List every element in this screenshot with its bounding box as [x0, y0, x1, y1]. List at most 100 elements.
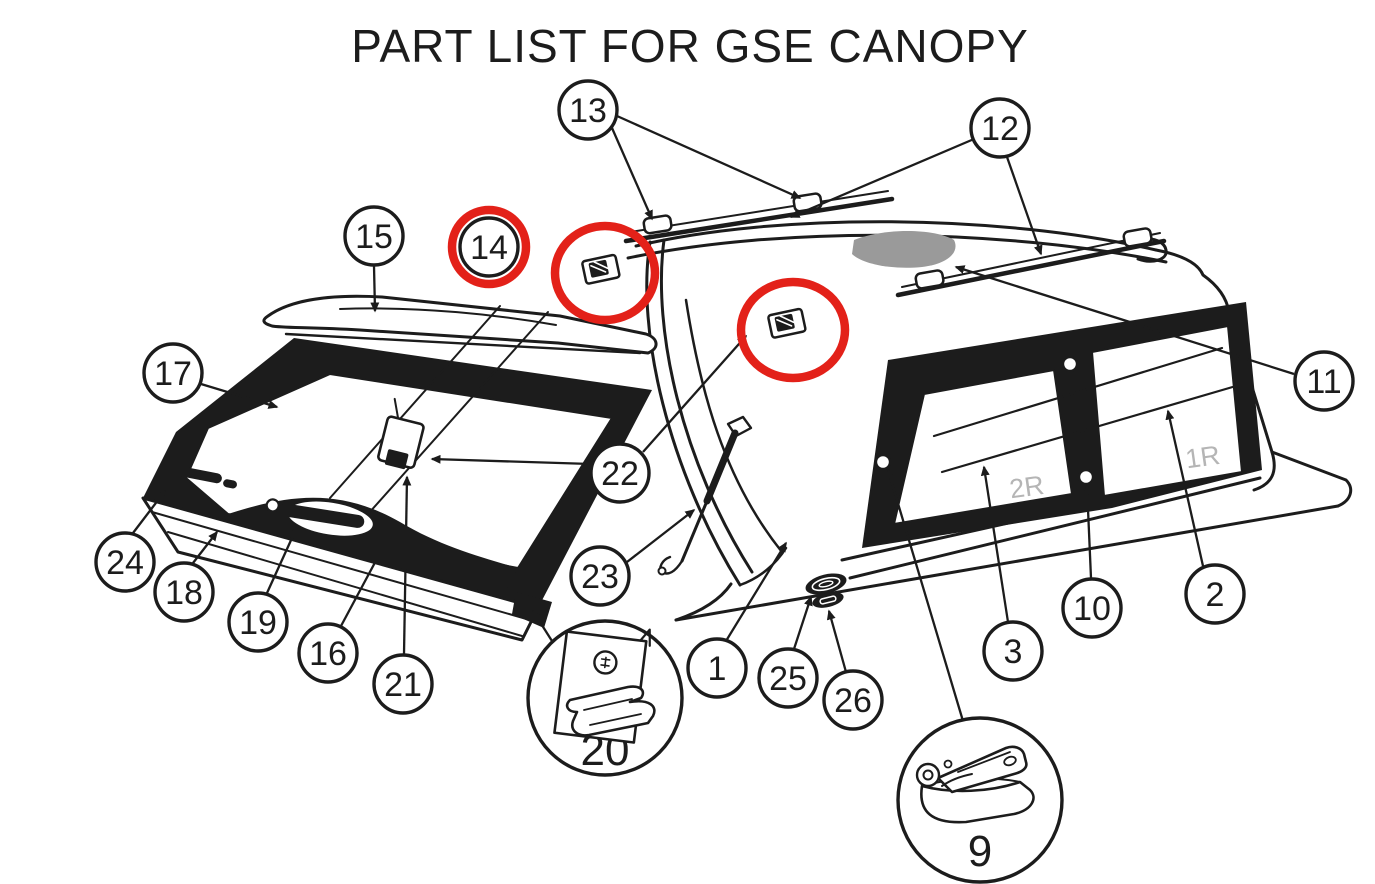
balloon-number: 26	[834, 682, 872, 720]
door-latch-bracket	[377, 397, 425, 470]
balloon-circle	[297, 622, 359, 684]
window-screw	[1061, 355, 1079, 373]
spoiler-slot	[339, 307, 557, 326]
balloon-circle	[1061, 577, 1123, 639]
balloon-circle	[969, 97, 1031, 159]
leader-line-2	[1165, 409, 1205, 567]
balloon-circle	[94, 531, 156, 593]
front-skirt-corner	[674, 582, 733, 622]
callout-23: 23	[569, 509, 696, 607]
brand-logo	[176, 466, 237, 489]
balloon-number: 12	[981, 110, 1019, 148]
balloon-number: 17	[154, 355, 192, 393]
grommet-oval-striped	[805, 573, 847, 595]
window-reflection-2	[940, 384, 1238, 474]
front-pillar-inner	[659, 238, 754, 574]
door-glass-reflection	[329, 305, 549, 533]
door-frame-lower-hump	[205, 497, 518, 592]
balloon-number: 14	[470, 229, 508, 267]
balloon-number: 21	[384, 666, 422, 704]
roof-clamp-a	[581, 253, 621, 285]
leader-line-23	[626, 509, 696, 563]
callout-13: 13	[557, 79, 802, 221]
balloon-number: 22	[601, 455, 639, 493]
balloon-circle	[142, 342, 204, 404]
gas-strut	[657, 415, 753, 576]
pane-label-2r: 2R	[1008, 470, 1046, 505]
door-spoiler	[262, 294, 658, 355]
sill-line-2	[167, 531, 523, 637]
callout-12: 12	[789, 97, 1043, 256]
leader-line-16	[339, 553, 381, 627]
balloon-circle	[227, 591, 289, 653]
leader-line-26	[826, 609, 848, 673]
red-highlight-ellipse	[736, 277, 850, 383]
balloon-circle	[982, 620, 1044, 682]
callout-25: 25	[757, 595, 819, 709]
hinge-base	[920, 780, 1035, 824]
leader-line-25	[792, 595, 813, 650]
callout-16: 16	[297, 553, 381, 684]
callout-2: 2	[1165, 409, 1246, 625]
callout-22: 22	[430, 334, 747, 504]
roof-clamp-b	[767, 307, 807, 339]
balloon-number: 11	[1306, 363, 1341, 401]
detail-bubble-contents	[553, 628, 1035, 824]
leader-line-21	[402, 475, 412, 655]
balloon-number: 23	[581, 558, 619, 596]
roof-front-edge	[634, 220, 1158, 252]
balloon-circle	[557, 79, 619, 141]
leader-line-22	[430, 454, 592, 466]
leader-line-22	[642, 334, 747, 453]
callout-21: 21	[372, 475, 434, 715]
balloon-number: 16	[309, 635, 347, 673]
balloon-circle	[372, 653, 434, 715]
leader-line-3	[980, 465, 1010, 623]
balloon-number: 25	[769, 660, 807, 698]
balloon-number: 24	[106, 544, 144, 582]
roof-gray-patch	[852, 231, 956, 268]
red-highlight-ellipse	[550, 221, 660, 325]
rail-foot	[914, 269, 945, 290]
balloon-number: 18	[165, 574, 203, 612]
door-corner-striker	[512, 592, 552, 628]
balloon-number: 10	[1073, 590, 1111, 628]
leader-line-18	[192, 530, 218, 564]
leader-line-15	[370, 265, 380, 313]
balloon-number: 13	[569, 92, 607, 130]
page-title: PART LIST FOR GSE CANOPY	[351, 20, 1029, 72]
balloon-circle	[343, 205, 405, 267]
leader-line-9	[886, 468, 965, 722]
balloon-circle	[686, 637, 748, 699]
rail-foot	[1122, 227, 1153, 248]
roof-rail-near	[895, 227, 1167, 298]
window-screw	[874, 453, 892, 471]
callout-18: 18	[153, 530, 218, 623]
leader-line-11	[954, 265, 1295, 376]
sill-line-1	[151, 511, 531, 621]
canopy-shell-drawing: 2R 1R	[581, 190, 1353, 622]
rail-foot	[642, 214, 673, 235]
pane-label-1r: 1R	[1184, 440, 1222, 475]
leader-line-13	[616, 114, 802, 200]
callout-24: 24	[94, 489, 166, 593]
callout-10: 10	[1061, 484, 1123, 639]
spoiler-under-edge	[284, 332, 642, 355]
callout-26: 26	[822, 609, 884, 731]
leader-line-1	[725, 541, 787, 642]
leader-line-10	[1082, 484, 1093, 579]
balloon-circle	[1293, 350, 1355, 412]
callout-14: 14	[447, 205, 531, 289]
leader-line-13	[610, 127, 654, 221]
callout-15: 15	[343, 205, 405, 313]
grommet-oval-solid	[812, 592, 844, 608]
balloon-number: 3	[1004, 633, 1023, 671]
rear-door-drawing	[141, 294, 658, 642]
leader-line-19	[265, 525, 299, 594]
front-pillar-outer	[645, 240, 742, 587]
lock-detail-drawing	[553, 628, 656, 744]
balloon-number: 1	[708, 650, 727, 688]
